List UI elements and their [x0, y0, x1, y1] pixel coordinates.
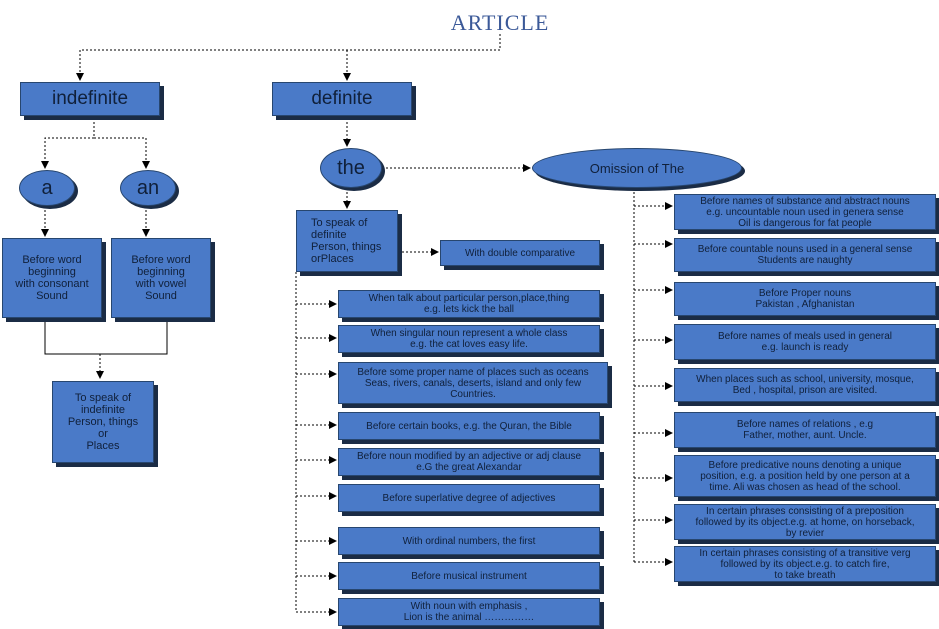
omission-item-7: Before predicative nouns denoting a uniq… — [674, 455, 936, 497]
double-comparative-box: With double comparative — [440, 240, 600, 266]
omission-item-3: Before Proper nouns Pakistan , Afghanist… — [674, 282, 936, 316]
definite-use-4: Before certain books, e.g. the Quran, th… — [338, 412, 600, 440]
definite-use-9: With noun with emphasis , Lion is the an… — [338, 598, 600, 626]
connector-article-split — [80, 34, 501, 51]
definite-box: definite — [272, 82, 412, 116]
omission-item-6: Before names of relations , e.g Father, … — [674, 412, 936, 448]
an-ellipse: an — [120, 170, 176, 206]
omission-item-1: Before names of substance and abstract n… — [674, 194, 936, 230]
connector-to-an — [94, 137, 150, 169]
definite-use-1: When talk about particular person,place,… — [338, 290, 600, 318]
definite-use-5: Before noun modified by an adjective or … — [338, 448, 600, 476]
omission-item-9: In certain phrases consisting of a trans… — [674, 546, 936, 582]
connector-rules-bracket — [44, 318, 168, 355]
omission-ellipse: Omission of The — [532, 148, 742, 188]
omission-item-4: Before names of meals used in general e.… — [674, 324, 936, 360]
diagram-title: ARTICLE — [450, 10, 550, 35]
definite-use-7: With ordinal numbers, the first — [338, 527, 600, 555]
definite-use-6: Before superlative degree of adjectives — [338, 484, 600, 512]
a-ellipse: a — [19, 170, 75, 206]
definite-use-3: Before some proper name of places such a… — [338, 362, 608, 404]
definite-purpose-box: To speak of definite Person, things orPl… — [296, 210, 398, 272]
consonant-rule-box: Before word beginning with consonant Sou… — [2, 238, 102, 318]
connector-indefinite-split — [41, 118, 95, 169]
omission-item-2: Before countable nouns used in a general… — [674, 238, 936, 272]
the-ellipse: the — [320, 148, 382, 188]
definite-use-2: When singular noun represent a whole cla… — [338, 325, 600, 353]
definite-use-8: Before musical instrument — [338, 562, 600, 590]
vowel-rule-box: Before word beginning with vowel Sound — [111, 238, 211, 318]
omission-item-8: In certain phrases consisting of a prepo… — [674, 504, 936, 540]
omission-item-5: When places such as school, university, … — [674, 368, 936, 402]
indefinite-purpose-box: To speak of indefinite Person, things or… — [52, 381, 154, 463]
indefinite-box: indefinite — [20, 82, 160, 116]
